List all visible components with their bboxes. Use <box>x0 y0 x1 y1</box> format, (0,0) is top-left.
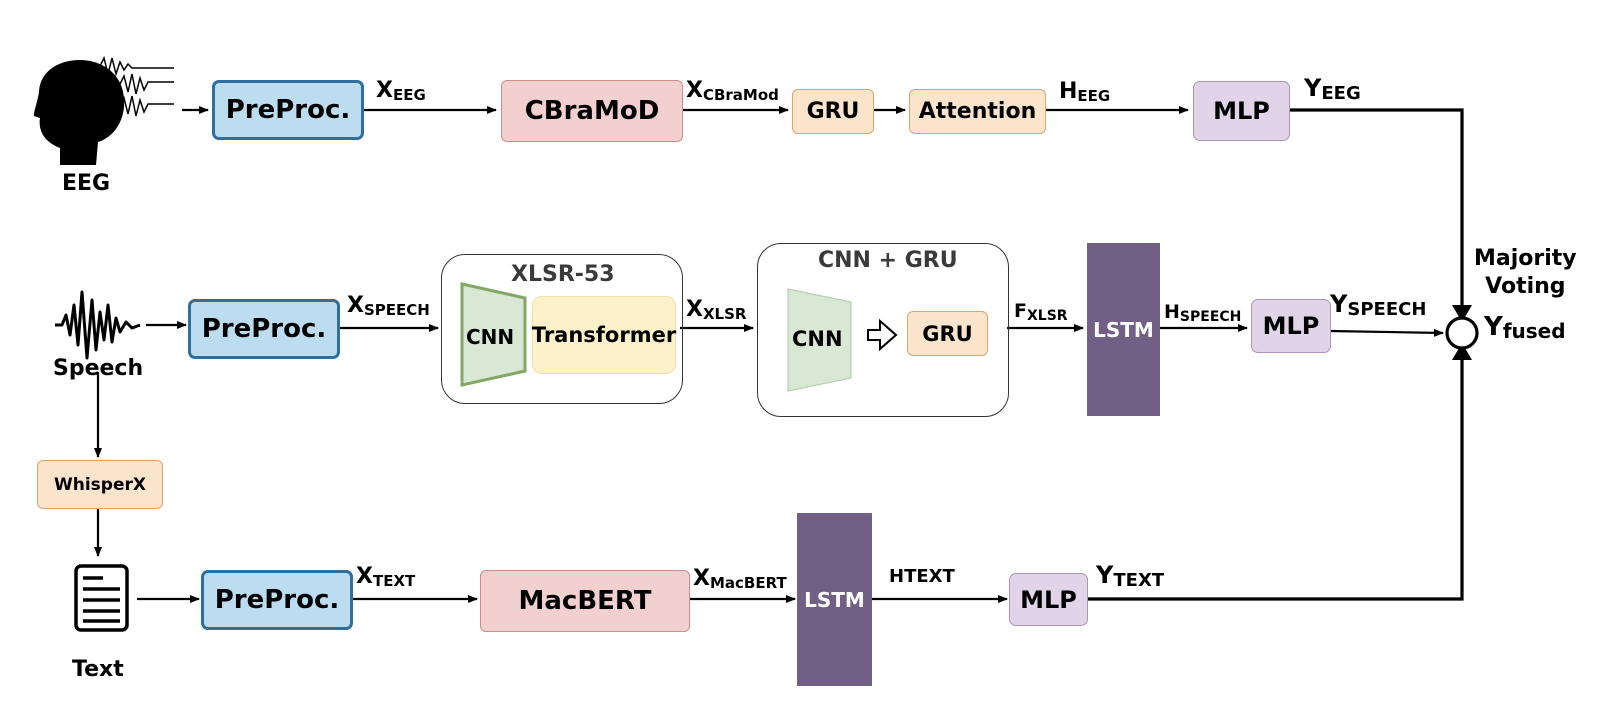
label-y-speech: YSPEECH <box>1330 290 1427 320</box>
arrowhead-ytext <box>1452 343 1472 360</box>
arrow-mlp-to-fused <box>1329 328 1444 337</box>
eeg-preproc-box: PreProc. <box>212 80 364 140</box>
whisperx-box: WhisperX <box>37 460 163 509</box>
label-f-xlsr: FXLSR <box>1014 300 1068 324</box>
xlsr-transformer-box: Transformer <box>532 296 676 374</box>
label-x-speech: XSPEECH <box>347 293 430 319</box>
eeg-head-icon <box>33 60 125 165</box>
text-mlp-box: MLP <box>1009 573 1088 626</box>
label-h-speech: HSPEECH <box>1164 301 1242 325</box>
xlsr53-group <box>441 254 683 404</box>
xlsr53-title: XLSR-53 <box>511 262 615 287</box>
speech-caption: Speech <box>53 356 144 381</box>
speech-waveform-icon <box>55 290 141 360</box>
speech-lstm-box: LSTM <box>1087 243 1160 416</box>
majority-voting-title: Majority Voting <box>1474 246 1577 299</box>
text-lstm-box: LSTM <box>797 513 872 686</box>
label-h-text: HTEXT <box>889 566 955 587</box>
label-y-fused: Yfused <box>1484 312 1566 343</box>
speech-mlp-box: MLP <box>1251 299 1331 353</box>
cnn-gru-group <box>757 243 1009 417</box>
speech-gru-box: GRU <box>907 311 988 356</box>
attention-box: Attention <box>909 89 1046 134</box>
label-x-text: XTEXT <box>356 564 416 590</box>
eeg-caption: EEG <box>62 171 111 196</box>
arrowhead-yeeg <box>1452 305 1472 322</box>
route-ytext-to-fused <box>1086 353 1464 601</box>
label-x-macbert: XMacBERT <box>693 566 787 592</box>
label-x-eeg: XEEG <box>376 78 426 104</box>
fusion-node <box>1445 316 1479 350</box>
xlsr-cnn-label: CNN <box>466 325 515 349</box>
text-caption: Text <box>72 657 124 682</box>
route-yeeg-to-fused <box>1288 108 1464 312</box>
hollow-arrow-icon <box>867 318 898 352</box>
label-x-xlsr: XXLSR <box>686 297 747 323</box>
label-y-eeg: YEEG <box>1304 74 1361 104</box>
xlsr-cnn-trapezoid <box>460 282 527 387</box>
eeg-gru-box: GRU <box>792 89 874 134</box>
eeg-mlp-box: MLP <box>1193 81 1290 141</box>
speech-preproc-box: PreProc. <box>188 299 340 359</box>
text-preproc-box: PreProc. <box>201 570 353 630</box>
macbert-box: MacBERT <box>480 570 690 632</box>
eeg-signal-waves <box>92 55 174 117</box>
cnngru-cnn-label: CNN <box>792 327 843 351</box>
text-document-icon <box>74 564 129 632</box>
label-h-eeg: HEEG <box>1059 79 1111 105</box>
label-x-cbramod: XCBraMod <box>686 78 779 104</box>
cbramod-box: CBraMoD <box>501 80 683 142</box>
cnngru-cnn-trapezoid <box>787 288 852 392</box>
cnn-gru-title: CNN + GRU <box>818 248 958 273</box>
label-y-text: YTEXT <box>1096 561 1165 591</box>
